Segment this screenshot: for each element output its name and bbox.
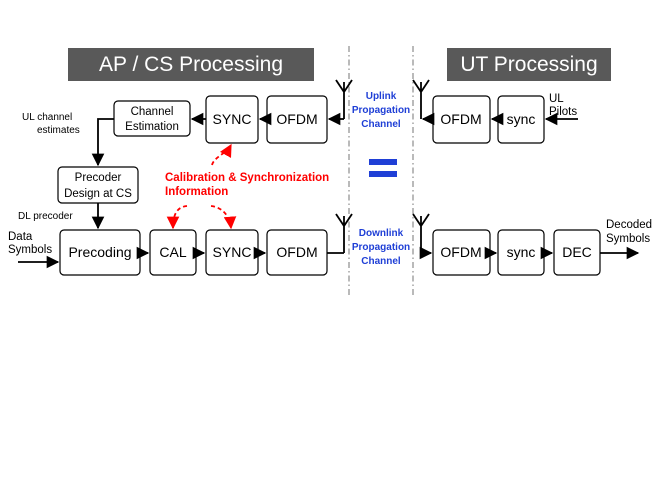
- ofdm-downlink-ap-block: OFDM: [266, 229, 328, 276]
- svg-text:SYNC: SYNC: [213, 244, 252, 260]
- sync-ut-uplink-block: sync: [497, 95, 545, 144]
- svg-text:Symbols: Symbols: [8, 244, 52, 256]
- antenna-icon: [412, 213, 430, 253]
- precoding-block: Precoding: [59, 229, 141, 276]
- calibration-arrow: [210, 205, 237, 230]
- svg-text:estimates: estimates: [37, 125, 80, 136]
- ofdm-uplink-ut-block: OFDM: [432, 95, 491, 144]
- antenna-icon: [412, 79, 430, 119]
- ofdm-uplink-ap-block: OFDM: [266, 95, 328, 144]
- svg-text:UL: UL: [549, 93, 564, 105]
- svg-text:OFDM: OFDM: [440, 244, 481, 260]
- decoded-symbols-label: Decoded Symbols: [606, 219, 652, 245]
- sync-downlink-block: SYNC: [205, 229, 259, 276]
- svg-text:Uplink: Uplink: [366, 91, 397, 102]
- uplink-channel-label: Uplink Propagation Channel: [352, 91, 410, 130]
- svg-text:Design at CS: Design at CS: [64, 188, 132, 200]
- arrow: [91, 118, 114, 167]
- svg-text:CAL: CAL: [159, 244, 186, 260]
- svg-text:Precoder: Precoder: [75, 172, 122, 184]
- svg-text:DEC: DEC: [562, 244, 592, 260]
- svg-text:Data: Data: [8, 231, 33, 243]
- ul-channel-estimates-label: UL channel estimates: [22, 112, 80, 136]
- svg-text:UL channel: UL channel: [22, 112, 72, 123]
- svg-text:OFDM: OFDM: [276, 244, 317, 260]
- svg-text:Channel: Channel: [361, 119, 401, 130]
- cal-block: CAL: [149, 229, 197, 276]
- calibration-arrow: [211, 143, 232, 166]
- antenna-icon: [335, 79, 353, 119]
- svg-text:Precoding: Precoding: [68, 244, 131, 260]
- svg-text:Channel: Channel: [131, 106, 174, 118]
- data-symbols-label: Data Symbols: [8, 231, 52, 256]
- sync-ut-downlink-block: sync: [497, 229, 545, 276]
- svg-text:sync: sync: [507, 244, 536, 260]
- antenna-icon: [335, 213, 353, 253]
- precoder-design-block: Precoder Design at CS: [57, 166, 139, 204]
- svg-text:Downlink: Downlink: [359, 228, 404, 239]
- equals-sign: [369, 159, 397, 177]
- svg-text:OFDM: OFDM: [276, 111, 317, 127]
- svg-text:OFDM: OFDM: [440, 111, 481, 127]
- ul-pilots-label: UL Pilots: [549, 93, 577, 118]
- dl-precoder-label: DL precoder: [18, 211, 73, 222]
- svg-text:sync: sync: [507, 111, 536, 127]
- svg-text:Channel: Channel: [361, 256, 401, 267]
- dec-block: DEC: [553, 229, 601, 276]
- downlink-channel-label: Downlink Propagation Channel: [352, 228, 410, 267]
- calibration-info-label: Calibration & Synchronization Informatio…: [165, 172, 329, 198]
- sync-uplink-block: SYNC: [205, 95, 259, 144]
- channel-estimation-block: Channel Estimation: [113, 100, 191, 137]
- svg-text:Estimation: Estimation: [125, 121, 179, 133]
- svg-text:Propagation: Propagation: [352, 105, 410, 116]
- ofdm-downlink-ut-block: OFDM: [432, 229, 491, 276]
- svg-text:Pilots: Pilots: [549, 106, 577, 118]
- svg-text:SYNC: SYNC: [213, 111, 252, 127]
- ut-processing-header: UT Processing: [447, 48, 611, 81]
- svg-text:Information: Information: [165, 186, 228, 198]
- svg-text:Calibration & Synchronization: Calibration & Synchronization: [165, 172, 329, 184]
- ap-cs-processing-header: AP / CS Processing: [68, 48, 314, 81]
- svg-text:Propagation: Propagation: [352, 242, 410, 253]
- svg-text:Symbols: Symbols: [606, 233, 650, 245]
- svg-text:Decoded: Decoded: [606, 219, 652, 231]
- calibration-arrow: [166, 205, 188, 230]
